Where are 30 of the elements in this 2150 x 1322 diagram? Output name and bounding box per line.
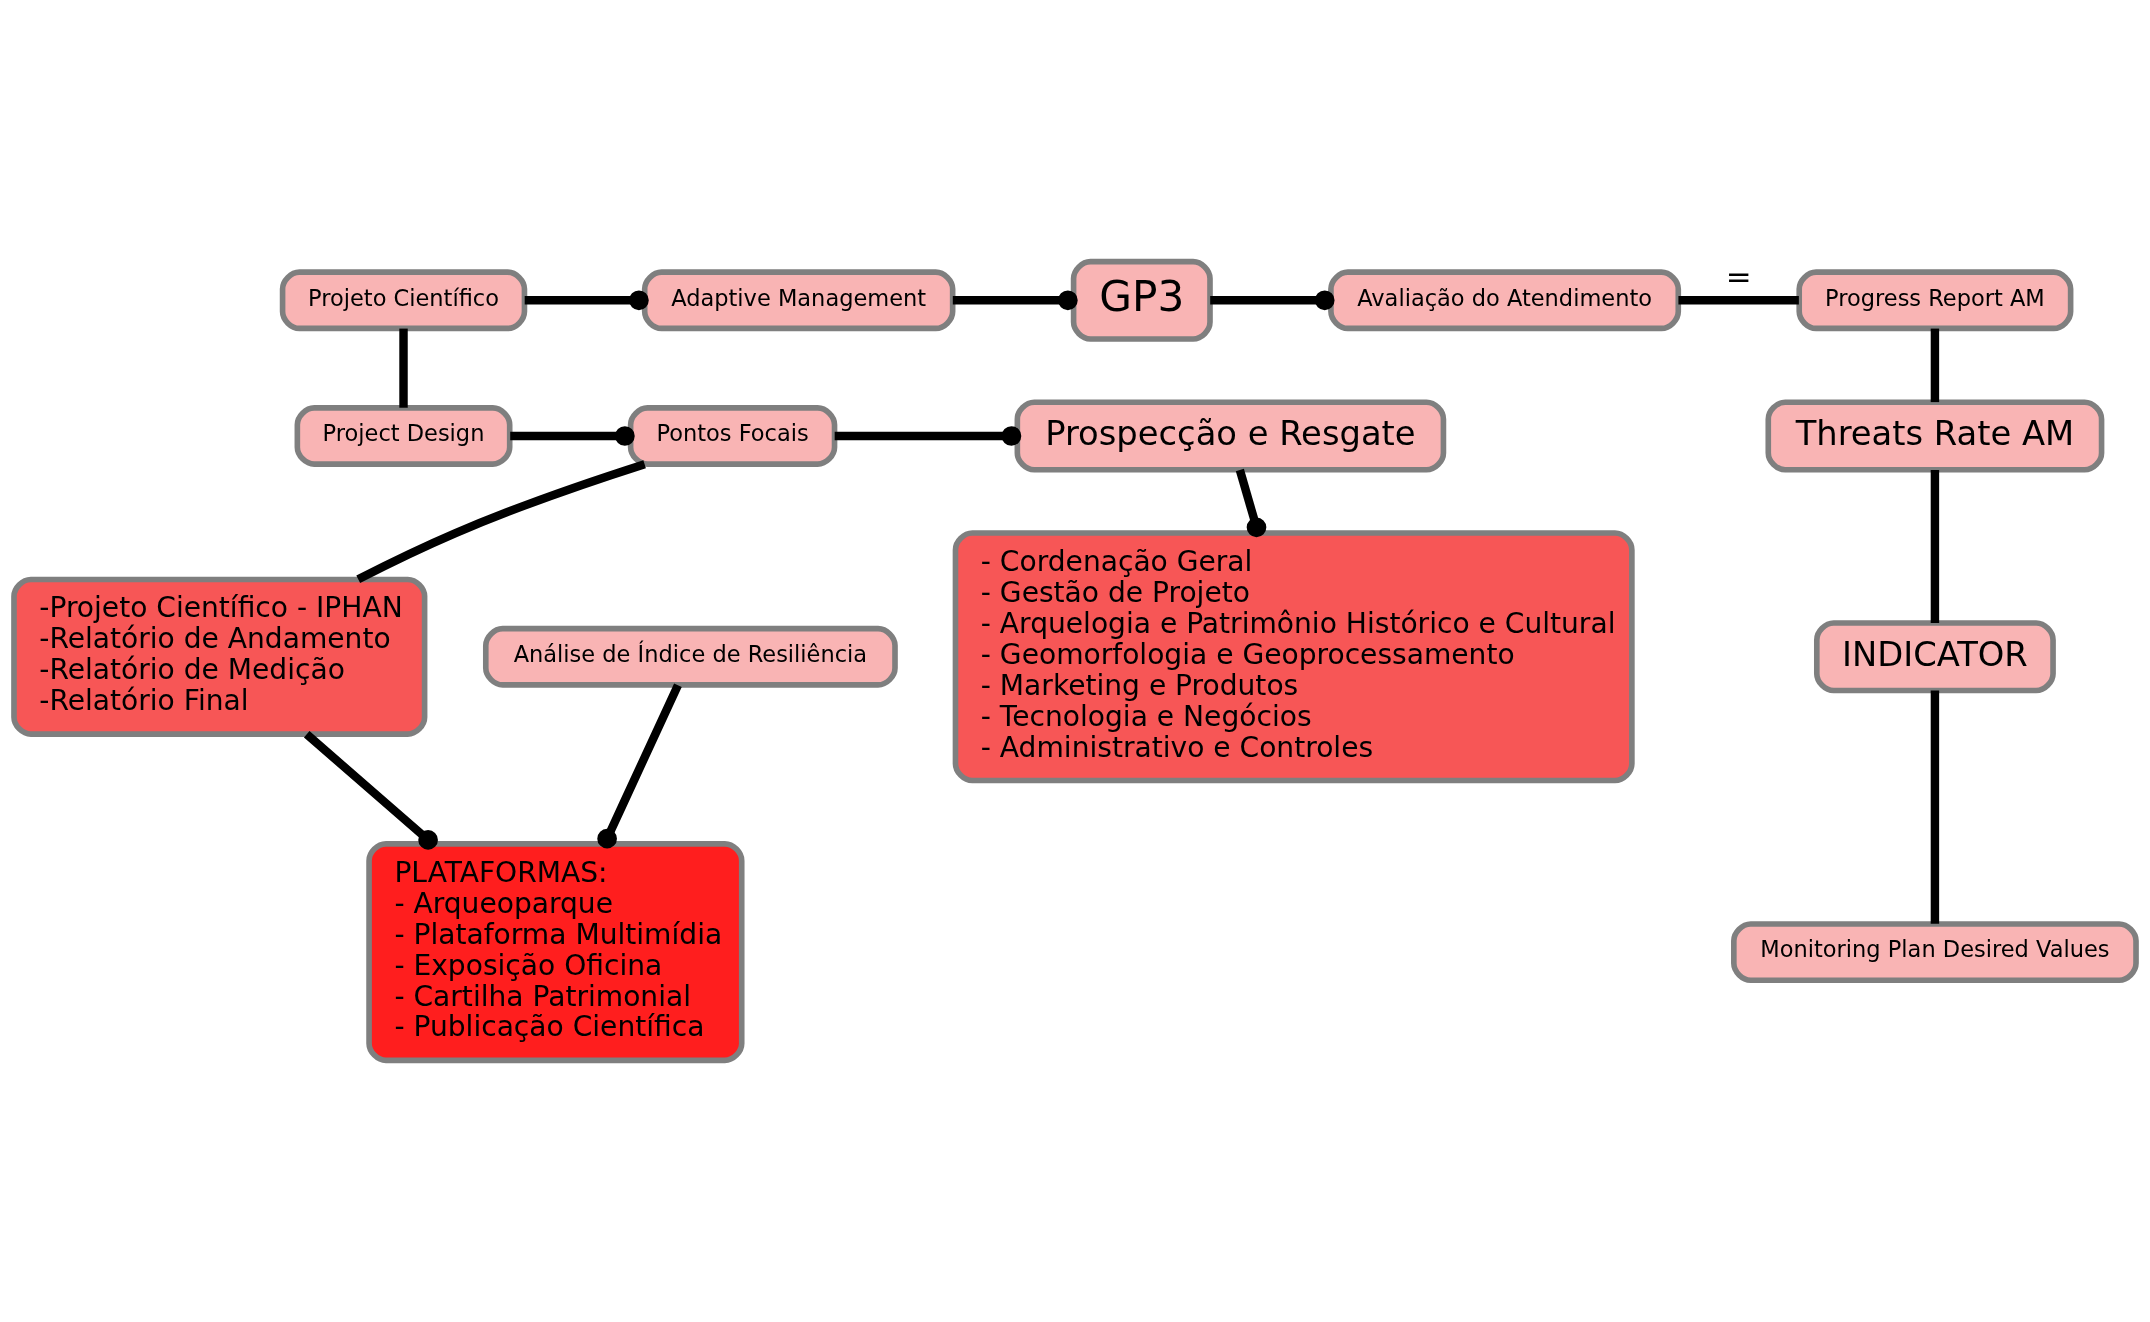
connector [1210, 290, 1335, 311]
connector [524, 290, 649, 311]
connector [510, 426, 635, 446]
node-box: Project Design [294, 405, 513, 467]
node-box: GP3 [1070, 258, 1213, 342]
node-box: Progress Report AM [1796, 269, 2074, 332]
connector [356, 460, 646, 583]
node-box: Análise de Índice de Resiliência [482, 625, 898, 688]
node-box: - Cordenação Geral - Gestão de Projeto - Arquelogia e Patrimônio Histórico e Cultural - Geomorfologia e Geoprocessamento - Marketing e Produtos - Tecnologia e Negócios - Administrativo e Controles [952, 530, 1635, 784]
node-box: PLATAFORMAS: - Arqueoparque - Plataforma Multimídia - Exposição Oficina - Cartilha Patrimonial - Publicação Científica [366, 841, 745, 1064]
connector [834, 426, 1022, 446]
node-box: Adaptive Management [641, 269, 956, 332]
node-box: -Projeto Científico - IPHAN -Relatório de Andamento -Relatório de Medição -Relatório Final [11, 576, 428, 737]
connector [1235, 468, 1267, 538]
node-box: Projeto Científico [279, 269, 528, 332]
connector [597, 683, 682, 849]
node-box: Prospecção e Resgate [1014, 399, 1447, 473]
edge-label: = [1725, 258, 1752, 295]
connector [399, 328, 408, 408]
node-box: Threats Rate AM [1765, 399, 2105, 473]
node-box: Avaliação do Atendimento [1328, 269, 1682, 332]
connector [1930, 328, 1940, 403]
connector [1930, 470, 1940, 623]
connector [952, 290, 1078, 311]
connector [303, 731, 438, 850]
connector [1678, 296, 1799, 305]
connector [1930, 690, 1940, 924]
node-box: INDICATOR [1814, 620, 2056, 694]
node-box: Pontos Focais [627, 405, 838, 467]
node-box: Monitoring Plan Desired Values [1731, 921, 2139, 984]
